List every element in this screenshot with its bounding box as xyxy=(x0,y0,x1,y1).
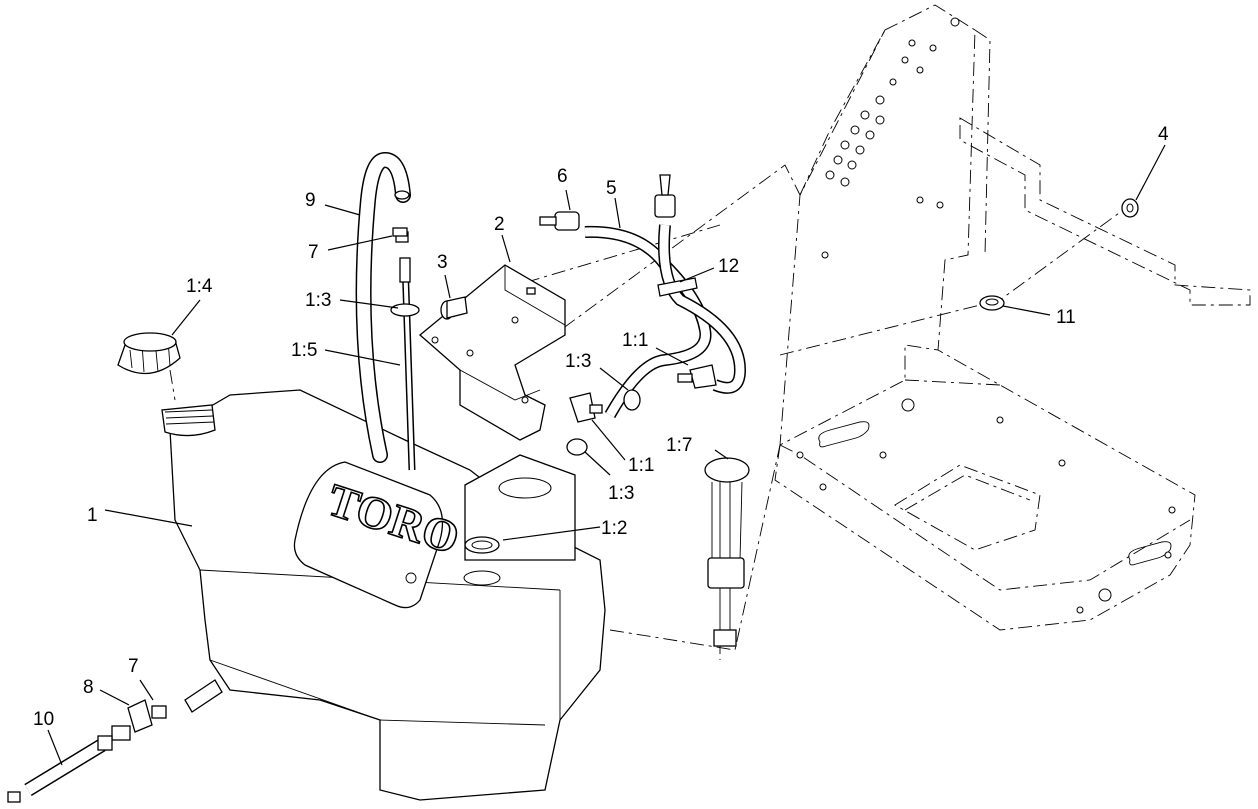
callout-5: 5 xyxy=(606,178,617,199)
callout-10: 10 xyxy=(33,709,54,730)
fuel-gauge-sender xyxy=(704,457,750,647)
inline-filter xyxy=(654,174,676,218)
callout-7a: 7 xyxy=(308,242,319,263)
grommets xyxy=(464,295,1005,554)
callout-1-3b: 1:3 xyxy=(565,351,591,372)
small-clamps xyxy=(392,227,408,237)
vent-hose xyxy=(355,151,411,463)
callout-1-4: 1:4 xyxy=(186,276,213,297)
elbow-fitting-a xyxy=(677,364,717,389)
callout-1: 1 xyxy=(87,505,98,526)
callout-1-1a: 1:1 xyxy=(622,330,648,351)
callout-3: 3 xyxy=(437,252,448,273)
callout-4: 4 xyxy=(1158,124,1169,145)
callout-1-5: 1:5 xyxy=(291,340,317,361)
callout-1-2: 1:2 xyxy=(601,518,627,539)
callout-11: 11 xyxy=(1056,307,1076,328)
elbow-fitting-b xyxy=(569,392,603,423)
callout-8: 8 xyxy=(83,677,94,698)
fuel-line xyxy=(584,224,747,418)
callout-6: 6 xyxy=(557,166,568,187)
callout-7b: 7 xyxy=(128,656,139,677)
callout-1-7: 1:7 xyxy=(666,435,692,456)
callout-labels: 1 1:4 9 7 1:3 1:5 3 2 6 5 12 1:1 1:3 1:1… xyxy=(33,124,1169,730)
dipstick-tube xyxy=(390,231,420,471)
callout-9: 9 xyxy=(305,190,316,211)
callout-2: 2 xyxy=(494,214,505,235)
callout-12: 12 xyxy=(718,256,739,277)
mounting-bracket xyxy=(418,264,566,441)
callout-1-1b: 1:1 xyxy=(628,455,654,476)
fuel-cap xyxy=(117,332,181,375)
shutoff-valve xyxy=(111,699,167,741)
frame-panel xyxy=(774,4,1251,631)
callout-1-3a: 1:3 xyxy=(305,290,331,311)
locknut xyxy=(1121,198,1139,218)
check-valve xyxy=(539,211,580,231)
pin xyxy=(440,296,468,320)
callout-leaders xyxy=(47,144,1166,766)
callout-1-3c: 1:3 xyxy=(608,483,634,504)
outlet-hose xyxy=(7,735,113,803)
frame-holes xyxy=(796,17,1176,614)
